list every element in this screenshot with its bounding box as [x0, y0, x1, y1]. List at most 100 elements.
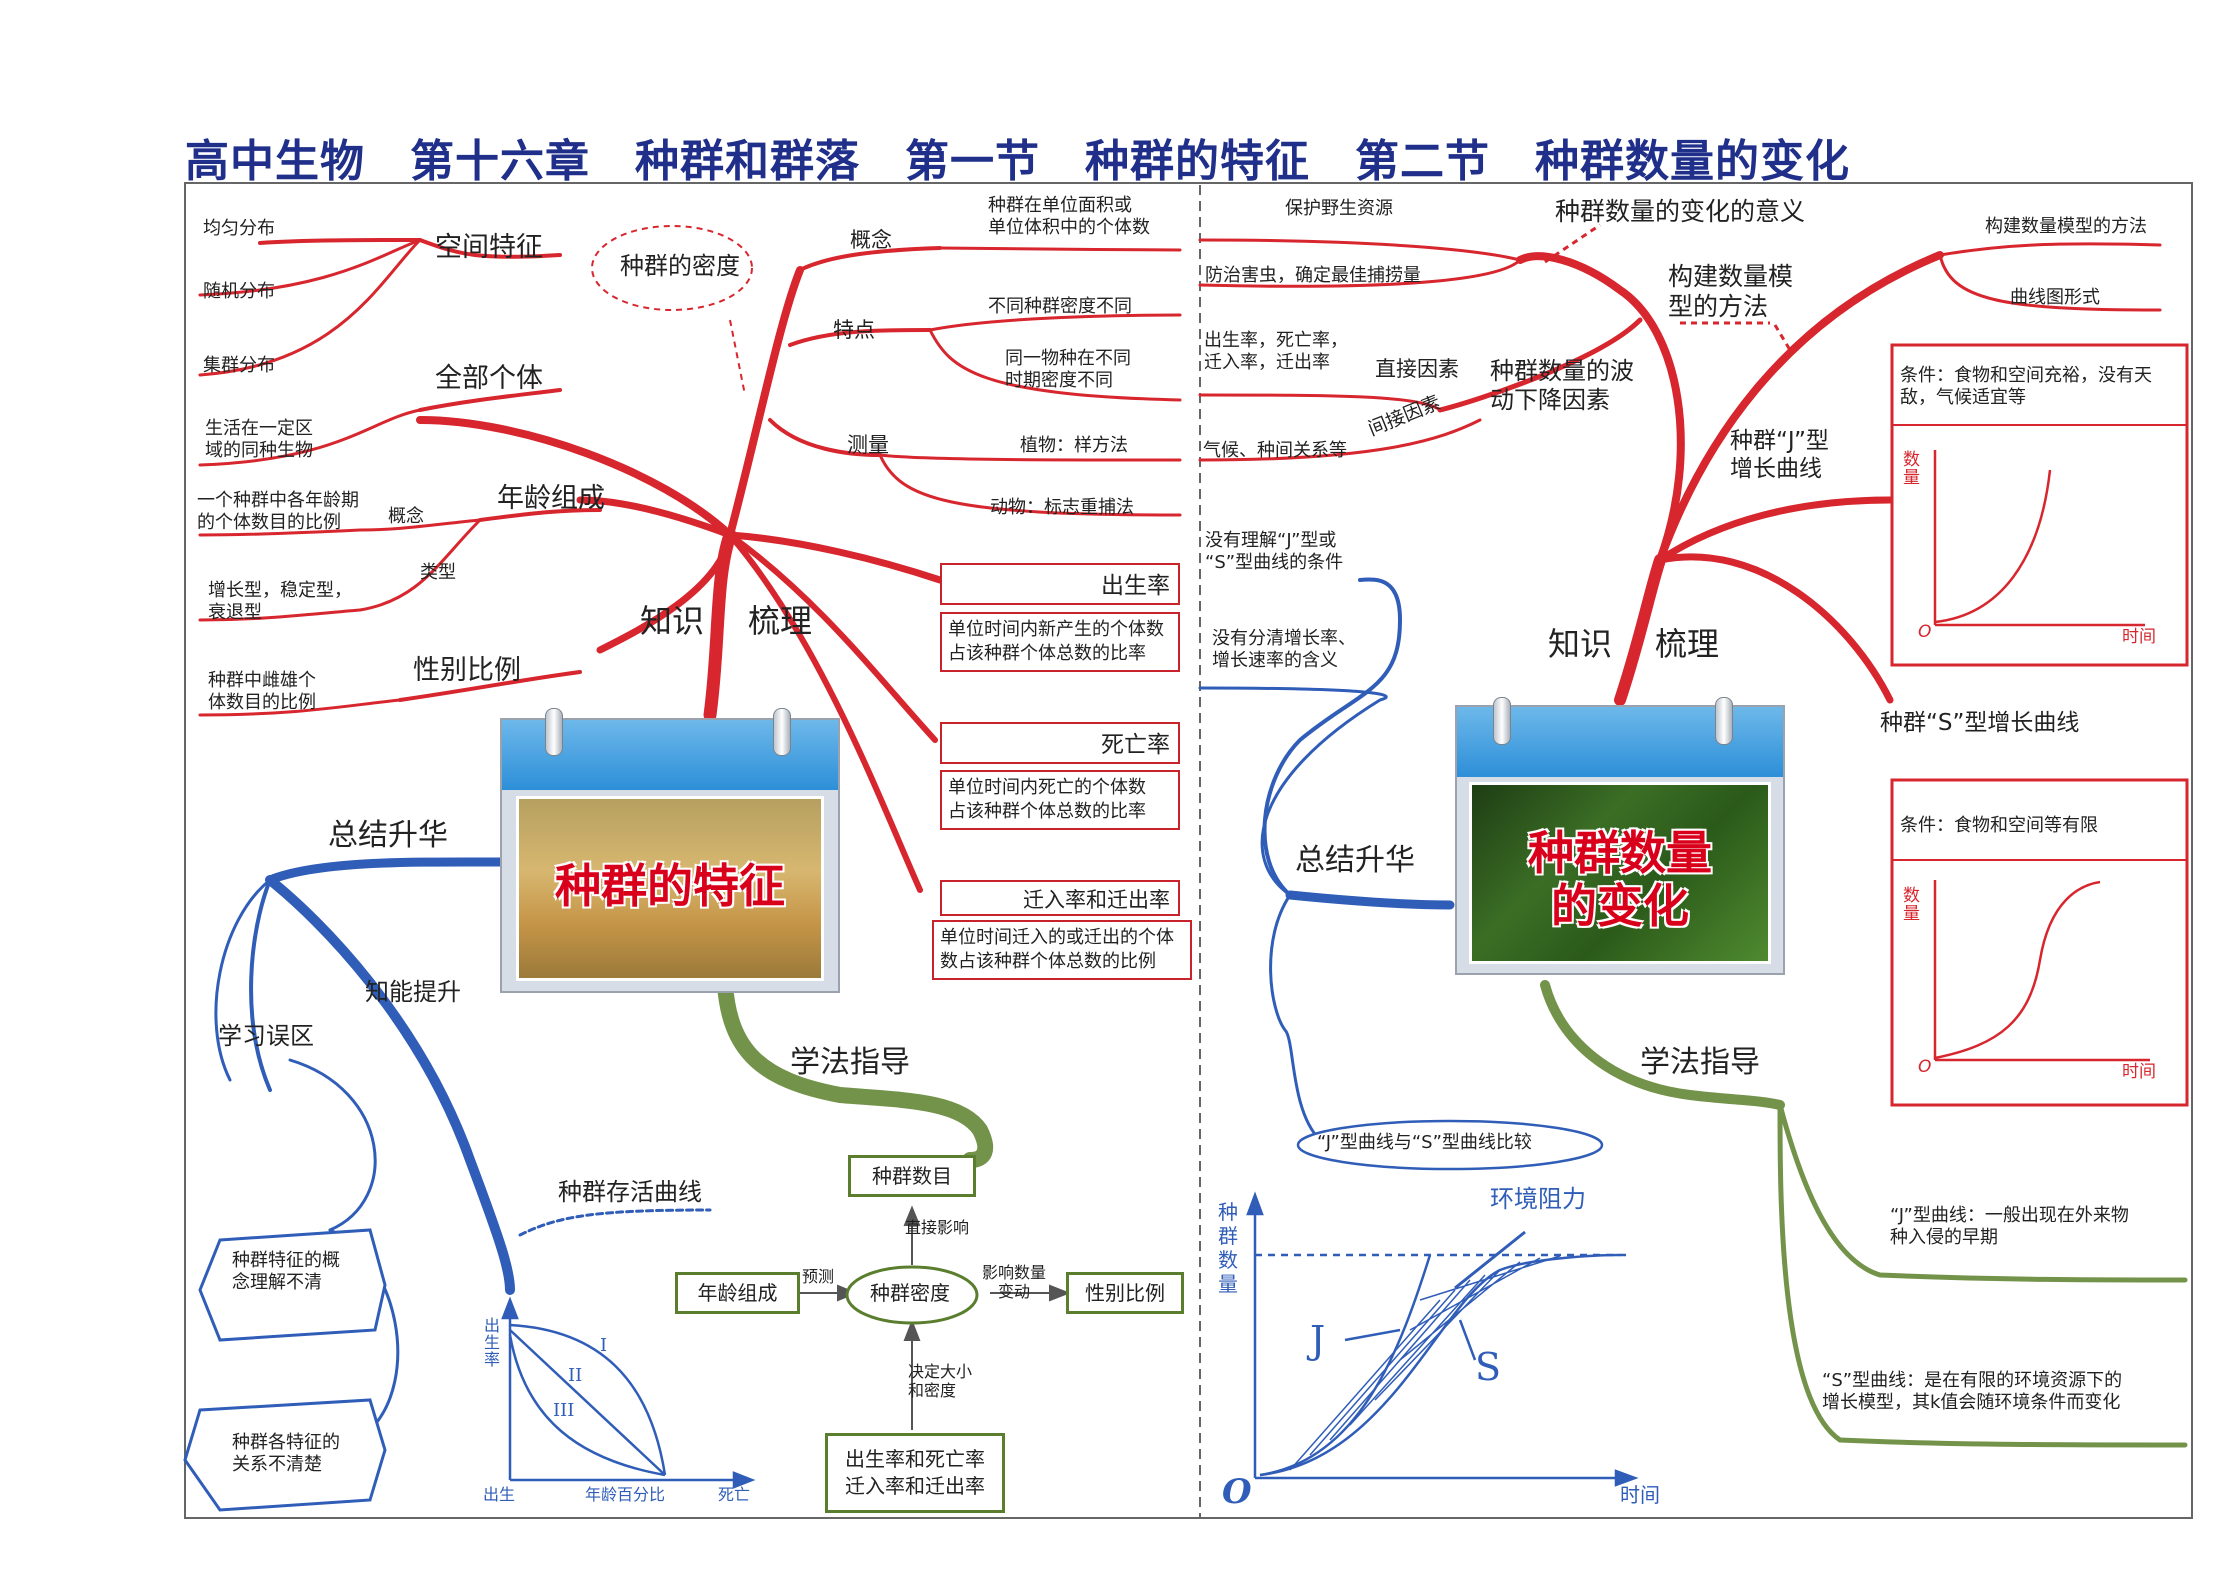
right-calendar: 种群数量 的变化: [1455, 705, 1785, 975]
model-label: 构建数量模 型的方法: [1668, 262, 1794, 321]
flow-decide-label: 决定大小 和密度: [908, 1362, 973, 1401]
j-letter: J: [1310, 1318, 1326, 1362]
survival-x-right: 死亡: [718, 1485, 751, 1504]
j-curve-box: [1890, 343, 2189, 667]
s-curve-chart: [1933, 880, 2150, 1062]
flow-predict-label: 预测: [802, 1267, 835, 1286]
meaning-label: 种群数量的变化的意义: [1555, 197, 1806, 226]
survival-roman-2: II: [568, 1365, 583, 1386]
ability-label: 知能提升: [365, 978, 461, 1006]
age-concept-label: 概念: [388, 506, 424, 527]
feature-a: 不同种群密度不同: [988, 296, 1132, 317]
j-curve-label: 种群“J”型 增长曲线: [1730, 428, 1829, 482]
right-summary-label: 总结升华: [1295, 843, 1415, 878]
flow-bottom-box: 出生率和死亡率 迁入率和迁出率: [825, 1433, 1005, 1513]
calendar-ring: [773, 708, 791, 756]
spatial-feature-label: 空间特征: [435, 232, 543, 263]
concept-label: 概念: [850, 228, 892, 252]
s-curve-label: 种群“S”型增长曲线: [1880, 710, 2080, 736]
curve-form-text: 曲线图形式: [2010, 287, 2100, 308]
age-structure-label: 年龄组成: [497, 483, 605, 514]
spatial-item: 集群分布: [203, 355, 275, 376]
model-method-text: 构建数量模型的方法: [1985, 216, 2147, 237]
protect-text: 保护野生资源: [1285, 198, 1393, 219]
j-axis-x: 时间: [2122, 627, 2156, 647]
death-rate-header: 死亡率: [940, 722, 1180, 764]
all-individuals-label: 全部个体: [435, 363, 543, 394]
right-blue-branches: [1198, 577, 1455, 1142]
flow-affect-label: 影响数量 变动: [982, 1263, 1047, 1302]
s-note: “S”型曲线：是在有限的环境资源下的 增长模型，其k值会随环境条件而变化: [1822, 1370, 2123, 1413]
density-bubble-text: 种群的密度: [620, 252, 740, 280]
birth-rate-header: 出生率: [940, 563, 1180, 605]
sex-ratio-label: 性别比例: [413, 655, 521, 686]
age-types-desc: 增长型，稳定型， 衰退型: [208, 580, 352, 623]
compare-text: “J”型曲线与“S”型曲线比较: [1317, 1132, 1532, 1153]
fluct-label: 种群数量的波 动下降因素: [1490, 357, 1634, 414]
left-summary-label: 总结升华: [328, 818, 448, 853]
spatial-item: 均匀分布: [203, 218, 275, 239]
left-calendar-title: 种群的特征: [555, 859, 785, 913]
density-ellipse: [845, 1265, 979, 1325]
measure-label: 测量: [847, 433, 889, 457]
s-curve-box: [1890, 778, 2189, 1107]
right-green-branch: [1540, 980, 2188, 1448]
growth-chart-xlabel: 时间: [1620, 1483, 1660, 1507]
all-individuals-desc: 生活在一定区 域的同种生物: [205, 418, 313, 461]
page-title: 高中生物 第十六章 种群和群落 第一节 种群的特征 第二节 种群数量的变化: [185, 136, 1850, 187]
giraffe-image: [516, 796, 824, 981]
j-note: “J”型曲线：一般出现在外来物 种入侵的早期: [1890, 1205, 2129, 1248]
measure-animal: 动物：标志重捕法: [990, 497, 1134, 518]
left-calendar: 种群的特征: [500, 718, 840, 993]
left-blue-branches: [214, 857, 712, 1432]
right-mistake1: 没有理解“J”型或 “S”型曲线的条件: [1205, 530, 1344, 573]
right-hub-organize: 梳理: [1655, 625, 1720, 663]
survival-chart: [501, 1296, 756, 1489]
mistake-label: 学习误区: [218, 1022, 314, 1050]
outer-frame: [184, 182, 2193, 1519]
age-type-label: 类型: [420, 562, 456, 583]
s-axis-y: 数 量: [1903, 886, 1920, 924]
j-origin: O: [1918, 622, 1932, 642]
survival-ylabel: 出 生 率: [484, 1316, 501, 1369]
spatial-item: 随机分布: [203, 281, 275, 302]
sex-ratio-desc: 种群中雌雄个 体数目的比例: [208, 670, 316, 713]
measure-plant: 植物：样方法: [1020, 435, 1128, 456]
death-rate-desc: 单位时间内死亡的个体数 占该种群个体总数的比率: [940, 770, 1180, 830]
right-red-branches: [1198, 238, 2162, 706]
j-axis-y: 数 量: [1903, 450, 1920, 488]
s-axis-x: 时间: [2122, 1062, 2156, 1082]
left-hub-organize: 梳理: [748, 602, 813, 640]
migrate-rate-label: 迁入率和迁出率: [1023, 888, 1170, 912]
birth-rate-label: 出生率: [1101, 573, 1170, 599]
survival-roman-3: III: [553, 1400, 575, 1421]
survival-roman-1: I: [600, 1335, 608, 1356]
growth-chart-ylabel: 种 群 数 量: [1218, 1200, 1238, 1296]
calendar-ring: [545, 708, 563, 756]
feature-label: 特点: [833, 318, 875, 342]
birth-rate-desc: 单位时间内新产生的个体数 占该种群个体总数的比率: [940, 612, 1180, 672]
s-letter: S: [1475, 1345, 1502, 1389]
mistake2-text: 种群各特征的 关系不清楚: [232, 1432, 340, 1475]
right-hub-knowledge: 知识: [1548, 625, 1613, 663]
deer-image: [1469, 782, 1771, 964]
calendar-ring: [1715, 697, 1733, 745]
flow-age-box: 年龄组成: [675, 1272, 800, 1314]
left-green-branch: [717, 977, 994, 1168]
compare-ellipse: [1296, 1119, 1604, 1171]
flow-sex-box: 性别比例: [1066, 1272, 1184, 1314]
right-mistake2: 没有分清增长率、 增长速率的含义: [1212, 628, 1356, 671]
growth-chart-origin: O: [1222, 1472, 1252, 1512]
flow-direct-label: 直接影响: [905, 1218, 970, 1237]
s-condition: 条件：食物和空间等有限: [1900, 815, 2098, 836]
mistake1-text: 种群特征的概 念理解不清: [232, 1250, 340, 1293]
mistake1-shape: [198, 1228, 387, 1342]
concept-desc: 种群在单位面积或 单位体积中的个体数: [988, 195, 1150, 238]
age-concept-desc: 一个种群中各年龄期 的个体数目的比例: [197, 490, 359, 533]
calendar-ring: [1493, 697, 1511, 745]
density-bubble-outline: [591, 225, 753, 311]
mistake2-shape: [183, 1398, 387, 1512]
left-study-label: 学法指导: [790, 1045, 910, 1080]
pest-text: 防治害虫，确定最佳捕捞量: [1205, 265, 1421, 286]
